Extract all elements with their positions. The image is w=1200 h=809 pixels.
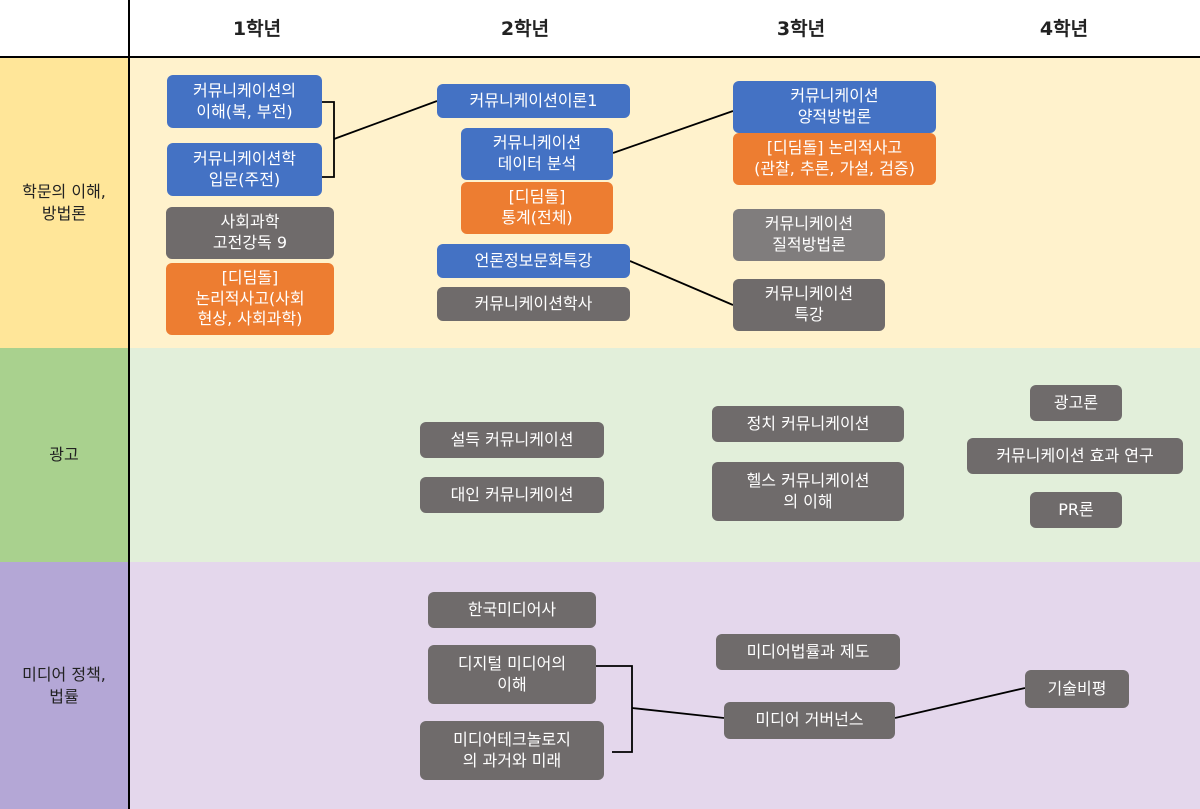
course-box[interactable]: 미디어법률과 제도 bbox=[716, 634, 900, 670]
column-header-year1: 1학년 bbox=[232, 18, 282, 40]
course-box[interactable]: 한국미디어사 bbox=[428, 592, 596, 628]
course-box[interactable]: 헬스 커뮤니케이션 의 이해 bbox=[712, 462, 904, 521]
course-box[interactable]: 사회과학 고전강독 9 bbox=[166, 207, 334, 259]
connector-c8-c13 bbox=[629, 260, 734, 306]
course-box[interactable]: 커뮤니케이션 양적방법론 bbox=[733, 81, 936, 133]
course-box[interactable]: [디딤돌] 논리적사고(사회 현상, 사회과학) bbox=[166, 263, 334, 335]
course-box[interactable]: 커뮤니케이션 데이터 분석 bbox=[461, 128, 613, 180]
connector-bracket-m2-m3 bbox=[596, 665, 633, 753]
course-box[interactable]: [디딤돌] 논리적사고 (관찰, 추론, 가설, 검증) bbox=[733, 133, 936, 185]
course-box[interactable]: 커뮤니케이션 특강 bbox=[733, 279, 885, 331]
course-box[interactable]: 광고론 bbox=[1030, 385, 1122, 421]
course-box[interactable]: 미디어테크놀로지 의 과거와 미래 bbox=[420, 721, 604, 780]
course-box[interactable]: 커뮤니케이션이론1 bbox=[437, 84, 630, 118]
course-box[interactable]: 커뮤니케이션학사 bbox=[437, 287, 630, 321]
course-box[interactable]: 디지털 미디어의 이해 bbox=[428, 645, 596, 704]
course-box[interactable]: 설득 커뮤니케이션 bbox=[420, 422, 604, 458]
course-box[interactable]: 커뮤니케이션 질적방법론 bbox=[733, 209, 885, 261]
connector-c1c2-c5 bbox=[333, 100, 438, 140]
course-box[interactable]: 정치 커뮤니케이션 bbox=[712, 406, 904, 442]
connector-m2m3-m5 bbox=[631, 707, 725, 719]
row-label-text: 미디어 정책, 법률 bbox=[22, 664, 106, 706]
column-header-year2: 2학년 bbox=[500, 18, 550, 40]
column-header-year4: 4학년 bbox=[1039, 18, 1089, 40]
course-box[interactable]: [디딤돌] 통계(전체) bbox=[461, 182, 613, 234]
row-label-media-policy: 미디어 정책, 법률 bbox=[0, 562, 128, 809]
header-divider bbox=[0, 56, 1200, 58]
course-box[interactable]: 언론정보문화특강 bbox=[437, 244, 630, 278]
course-box[interactable]: 대인 커뮤니케이션 bbox=[420, 477, 604, 513]
course-box[interactable]: 미디어 거버넌스 bbox=[724, 702, 895, 739]
connector-m5-m6 bbox=[894, 687, 1026, 719]
connector-c6-c10 bbox=[612, 110, 734, 154]
row-label-text: 학문의 이해, 방법론 bbox=[22, 181, 106, 223]
course-box[interactable]: 기술비평 bbox=[1025, 670, 1129, 708]
course-box[interactable]: 커뮤니케이션 효과 연구 bbox=[967, 438, 1183, 474]
row-label-text: 광고 bbox=[49, 445, 79, 465]
row-label-advertising: 광고 bbox=[0, 348, 128, 562]
column-header-year3: 3학년 bbox=[776, 18, 826, 40]
course-box[interactable]: PR론 bbox=[1030, 492, 1122, 528]
vertical-divider bbox=[128, 0, 130, 809]
connector-bracket-c1-c2 bbox=[322, 101, 335, 178]
course-box[interactable]: 커뮤니케이션의 이해(복, 부전) bbox=[167, 75, 322, 128]
row-label-methodology: 학문의 이해, 방법론 bbox=[0, 57, 128, 348]
course-box[interactable]: 커뮤니케이션학 입문(주전) bbox=[167, 143, 322, 196]
